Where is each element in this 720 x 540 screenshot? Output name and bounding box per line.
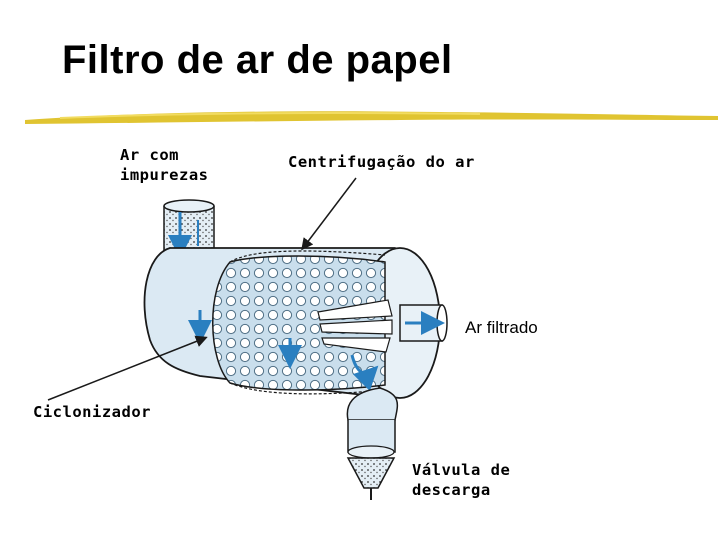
label-drain-valve-line1: Válvula de: [412, 460, 510, 480]
label-cyclonizer: Ciclonizador: [33, 402, 151, 422]
label-filtered-air: Ar filtrado: [465, 318, 538, 338]
label-drain-valve-line2: descarga: [412, 480, 510, 500]
label-centrifugation: Centrifugação do ar: [288, 152, 475, 172]
drain-valve: [348, 458, 394, 500]
drain-chamber: [347, 388, 397, 458]
leader-centrifugation: [303, 178, 356, 248]
outlet-pipe: [400, 305, 447, 341]
label-air-inlet: Ar com impurezas: [120, 145, 209, 185]
label-air-inlet-line2: impurezas: [120, 165, 209, 185]
label-air-inlet-line1: Ar com: [120, 145, 209, 165]
label-drain-valve: Válvula de descarga: [412, 460, 510, 500]
